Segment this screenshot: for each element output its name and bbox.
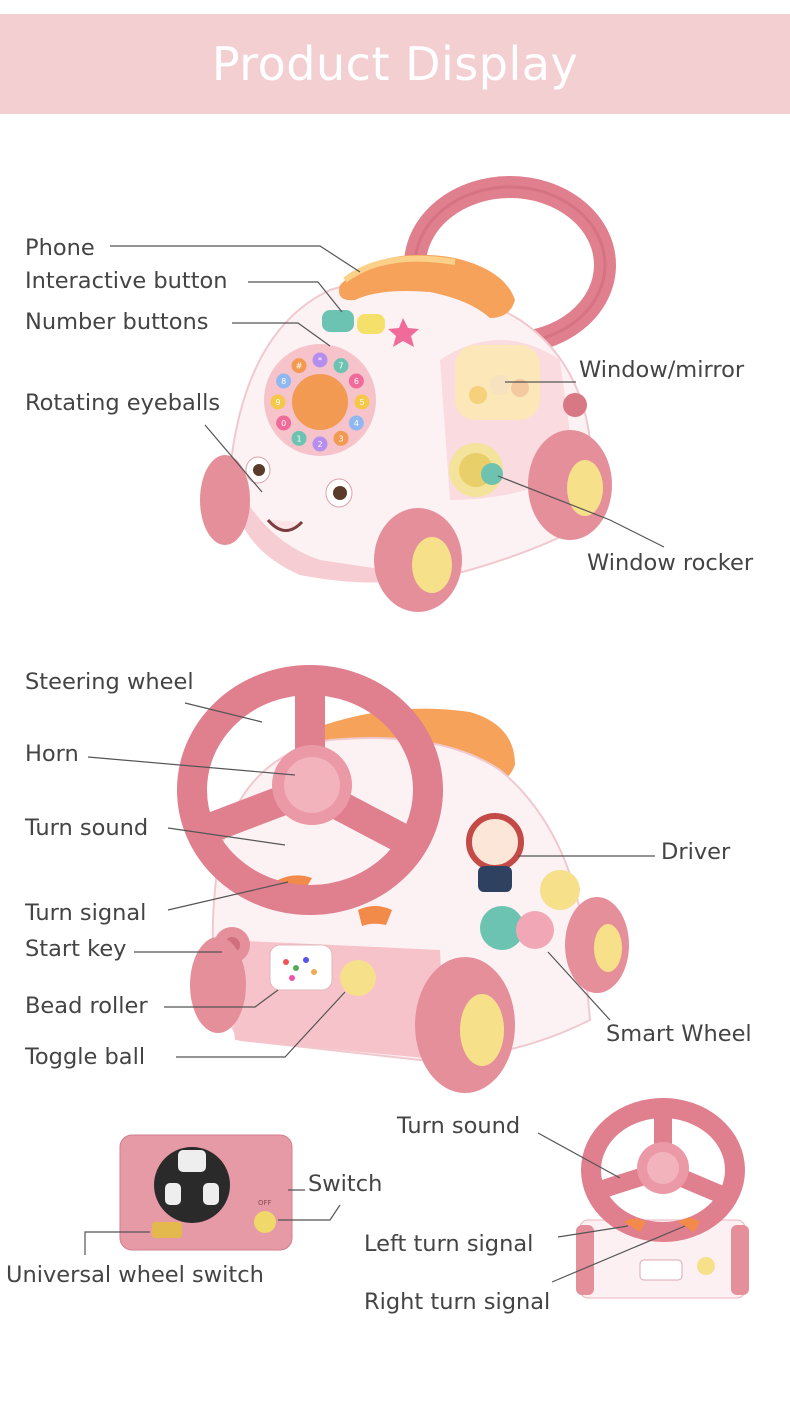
smart-wheel-gear-teal <box>480 906 524 950</box>
number-button <box>312 436 328 452</box>
label-horn: Horn <box>25 741 79 767</box>
label-window-mirror: Window/mirror <box>579 357 745 383</box>
number-button <box>276 415 292 431</box>
number-button <box>291 358 307 374</box>
number-button-label: # <box>296 362 303 371</box>
label-interactive-button: Interactive button <box>25 268 228 294</box>
page-title: Product Display <box>211 37 579 91</box>
label-turn-sound-front: Turn sound <box>397 1113 521 1139</box>
underside-illustration: OFF <box>119 1134 293 1251</box>
label-smart-wheel: Smart Wheel <box>606 1021 752 1047</box>
label-switch: Switch <box>308 1171 383 1197</box>
label-phone: Phone <box>25 235 95 261</box>
number-button <box>348 373 364 389</box>
number-button-label: 9 <box>275 398 280 407</box>
number-button <box>348 415 364 431</box>
label-start-key: Start key <box>25 936 127 962</box>
label-bead-roller: Bead roller <box>25 993 148 1019</box>
number-button-label: 1 <box>296 434 301 443</box>
label-left-turn-signal: Left turn signal <box>364 1231 534 1257</box>
number-button-label: 4 <box>354 419 359 428</box>
label-driver: Driver <box>661 839 731 865</box>
number-button <box>270 394 286 410</box>
toggle-ball <box>340 960 376 996</box>
switch-off-mark: OFF <box>258 1199 272 1207</box>
number-button <box>312 352 328 368</box>
bead-roller <box>269 944 333 991</box>
number-button-label: 5 <box>359 398 364 407</box>
label-steering-wheel: Steering wheel <box>25 669 194 695</box>
label-turn-sound: Turn sound <box>25 815 149 841</box>
header-banner <box>0 14 790 114</box>
number-button-label: 7 <box>338 362 343 371</box>
number-button <box>333 358 349 374</box>
number-button <box>333 430 349 446</box>
phone-handset <box>339 254 515 318</box>
interactive-button <box>322 310 354 332</box>
number-button <box>354 394 370 410</box>
steering-car-illustration <box>177 665 629 1093</box>
universal-wheel-switch <box>152 1222 182 1238</box>
number-button-label: 8 <box>281 377 286 386</box>
number-button-label: 3 <box>338 434 343 443</box>
front-view-illustration <box>576 1098 749 1299</box>
power-switch <box>254 1211 276 1233</box>
number-button <box>291 430 307 446</box>
label-rotating-eyeballs: Rotating eyeballs <box>25 390 221 416</box>
number-button-label: * <box>318 356 322 365</box>
label-toggle-ball: Toggle ball <box>25 1044 146 1070</box>
number-button <box>276 373 292 389</box>
label-universal-wheel-switch: Universal wheel switch <box>6 1262 264 1288</box>
number-button-label: 0 <box>281 419 286 428</box>
driver-figure <box>466 813 524 871</box>
label-turn-signal: Turn signal <box>25 900 147 926</box>
number-button-label: 2 <box>317 440 322 449</box>
label-number-buttons: Number buttons <box>25 309 209 335</box>
smart-wheel-gear-yellow <box>540 870 580 910</box>
label-right-turn-signal: Right turn signal <box>364 1289 551 1315</box>
number-button-label: 6 <box>354 377 359 386</box>
label-window-rocker: Window rocker <box>587 550 754 576</box>
